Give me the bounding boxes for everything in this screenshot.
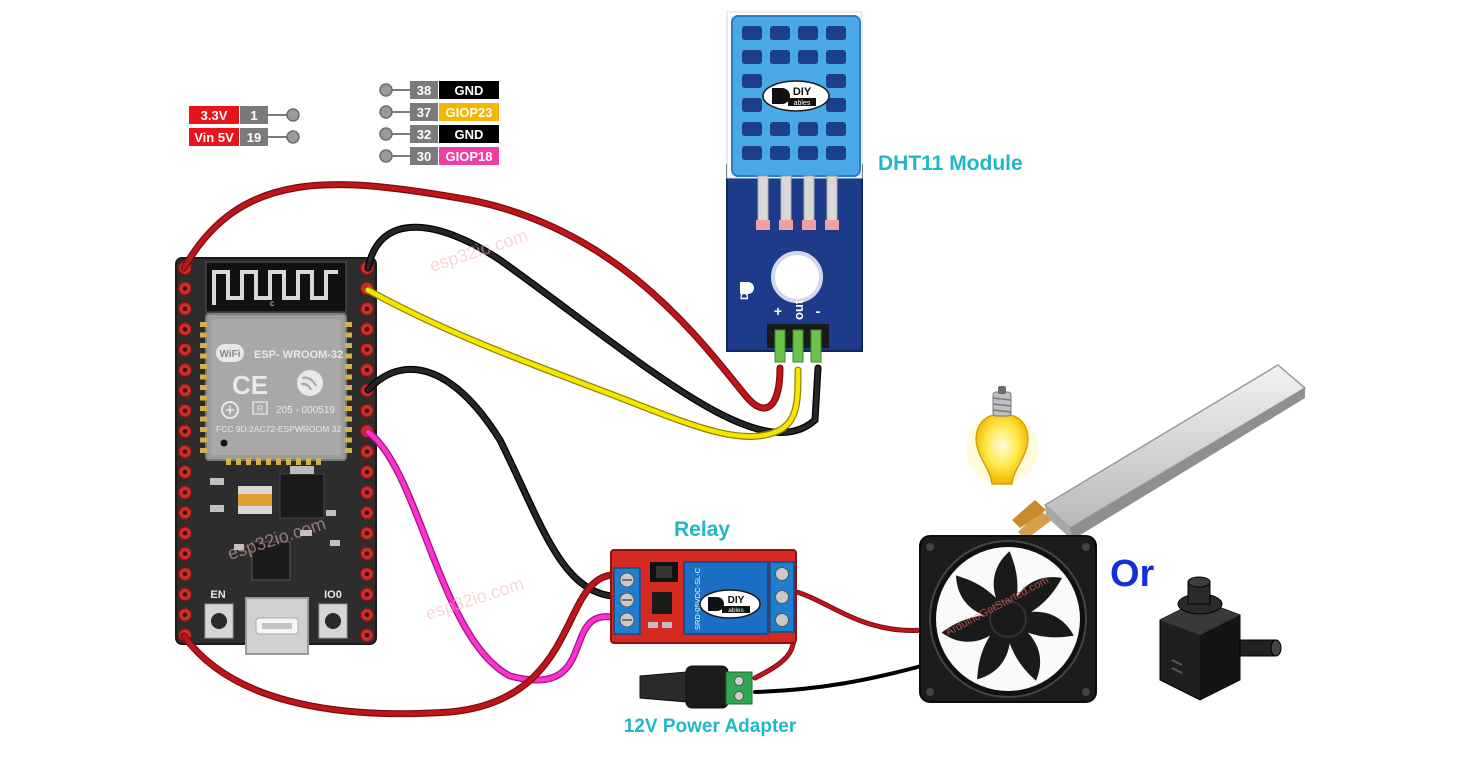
pin-number-bg (240, 128, 268, 146)
pin-legend-row: 32 GND (379, 125, 499, 143)
pin-label: GIOP23 (446, 105, 493, 120)
wire-pink-signal (364, 428, 616, 684)
ce-mark: CE (232, 370, 268, 400)
pin-label: Vin 5V (194, 130, 234, 145)
pin-label: GND (455, 127, 484, 142)
module-name: ESP- WROOM-32 (254, 349, 343, 361)
cert-id: 205 - 000519 (276, 405, 335, 416)
pin-label-bg (189, 106, 239, 124)
relay-module: SRD-05VDC-SL-C DIY ables (610, 549, 797, 644)
relay-model: SRD-05VDC-SL-C (693, 567, 702, 630)
io0-button (318, 603, 348, 639)
dht11-label: DHT11 Module (878, 152, 1023, 175)
pin-number: 1 (250, 108, 257, 123)
usb-uart-chip (251, 541, 291, 581)
pin-connector-dot (286, 130, 300, 144)
cooling-fan (919, 535, 1097, 703)
pin-legend-row: 30 GIOP18 (379, 147, 499, 165)
power-adapter-jack (639, 665, 753, 709)
pin-legend-row: 38 GND (379, 81, 499, 99)
dht11-module: DIY ables DIY + out - (726, 11, 863, 363)
svg-text:c: c (270, 299, 274, 308)
r-mark-box (252, 401, 268, 415)
pin-connector-dot (379, 83, 393, 97)
diyables-logo-icon: DIY ables (699, 589, 761, 619)
power-adapter-label: 12V Power Adapter (624, 716, 797, 737)
pin-number: 32 (417, 127, 431, 142)
dht11-sensor-legs (756, 175, 839, 230)
pin-number: 19 (247, 130, 261, 145)
espressif-logo-icon (297, 370, 323, 396)
pin-legend-row: 37 GIOP23 (379, 103, 499, 121)
dht11-pin-minus: - (816, 303, 821, 319)
pin-number: 38 (417, 83, 431, 98)
heater-element (1012, 364, 1307, 540)
antenna-trace (212, 270, 338, 305)
io0-label: IO0 (324, 589, 342, 601)
voltage-regulator-chip (279, 473, 325, 519)
watermark: esp32io.com (423, 573, 526, 624)
pin-label: GND (455, 83, 484, 98)
pin-legend-row: Vin 5V 19 (189, 128, 300, 146)
svg-text:esp32io.com: esp32io.com (423, 573, 526, 624)
diyables-logo-icon: DIY ables (762, 80, 830, 112)
esp32-board: c WiFi ESP- WROOM-32 CE R 205 - 000519 F… (175, 257, 377, 655)
pin-connector-dot (379, 105, 393, 119)
esp32-right-header (359, 260, 375, 643)
svg-text:R: R (257, 404, 264, 414)
relay-label: Relay (674, 518, 730, 541)
pin-connector-dot (286, 108, 300, 122)
pin-number: 30 (417, 149, 431, 164)
pin-label: GIOP18 (446, 149, 493, 164)
pin-label-bg (189, 128, 239, 146)
dht11-pin-out: out (791, 299, 806, 320)
or-label: Or (1110, 553, 1155, 595)
dht11-pin-plus: + (774, 303, 782, 319)
pin-connector-dot (379, 127, 393, 141)
pin-legend-right: 38 GND 37 GIOP23 32 GND 30 GIOP18 (379, 81, 499, 165)
svg-text:ables: ables (728, 607, 744, 614)
svg-text:DIY: DIY (793, 86, 812, 98)
en-label: EN (210, 589, 225, 601)
svg-text:WiFi: WiFi (219, 349, 240, 360)
light-bulb-icon (966, 386, 1038, 485)
pin-number: 37 (417, 105, 431, 120)
en-button (204, 603, 234, 639)
pin-legend-row: 3.3V 1 (189, 106, 300, 124)
svg-text:DIY: DIY (728, 595, 745, 606)
wifi-logo-icon: WiFi (216, 344, 244, 362)
water-pump (1159, 576, 1282, 701)
pin-number-bg (240, 106, 268, 124)
fcc-id: FCC 9D:2AC72-ESPWROOM 32 (216, 424, 341, 434)
esp32-left-header (177, 260, 193, 643)
micro-usb-port (245, 597, 309, 655)
pin-connector-dot (379, 149, 393, 163)
svg-text:ables: ables (794, 100, 811, 107)
wires (180, 181, 928, 718)
cert-mark-icon (221, 401, 239, 419)
wire-black-adapter (753, 663, 927, 694)
pin-legend-left: 3.3V 1 Vin 5V 19 (189, 106, 300, 146)
dht11-mount-hole (771, 251, 823, 303)
pin-label: 3.3V (201, 108, 228, 123)
